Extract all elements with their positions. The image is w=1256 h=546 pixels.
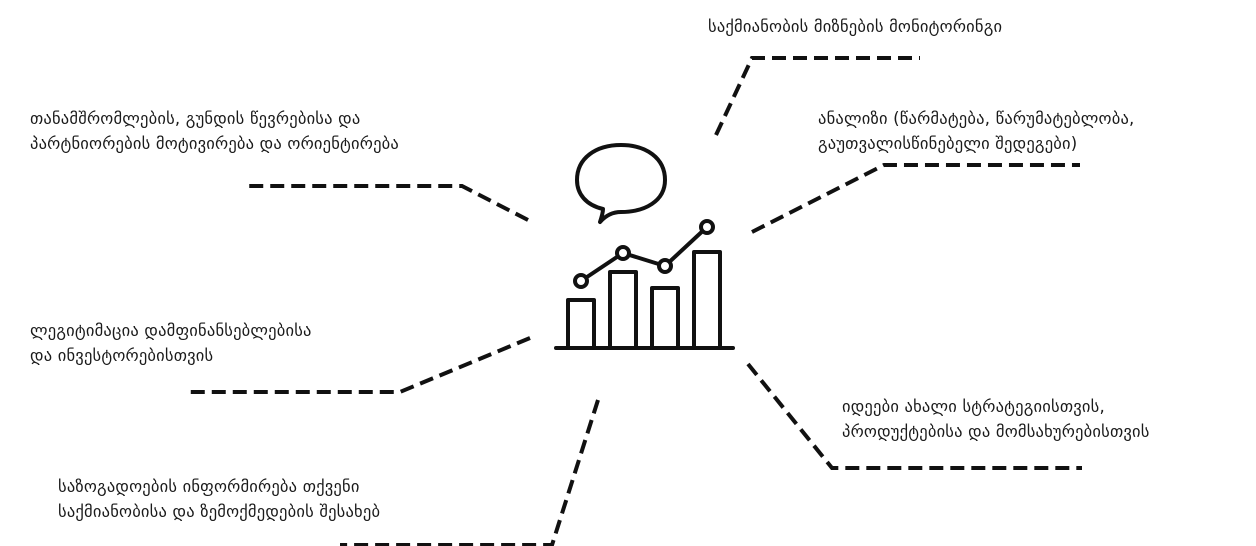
speech-bubble-bar-chart-icon <box>554 143 735 350</box>
speech-bubble-icon <box>575 143 667 224</box>
label-bottom-line-2: საქმიანობისა და ზემოქმედების შესახებ <box>58 502 381 521</box>
label-upper-left-line-1: თანამშრომლების, გუნდის წევრებისა და <box>30 109 361 128</box>
connector-bottom <box>340 399 600 546</box>
connector-lower-right <box>746 362 1082 470</box>
label-lower-right-line-2: პროდუქტებისა და მომსახურებისთვის <box>842 422 1150 441</box>
label-upper-right-line-2: გაუთვალისწინებელი შედეგები) <box>818 134 1078 153</box>
trend-point <box>615 245 631 261</box>
bar-1 <box>566 298 596 350</box>
trend-line <box>579 225 709 283</box>
bar-4 <box>692 250 722 350</box>
label-lower-left-line-2: და ინვესტორებისთვის <box>30 346 214 365</box>
bar-3 <box>650 286 680 350</box>
trend-point <box>699 219 715 235</box>
trend-point <box>657 258 673 274</box>
connector-top <box>714 56 920 136</box>
bar-2 <box>608 270 638 350</box>
label-lower-left-line-1: ლეგიტიმაცია დამფინანსებლებისა <box>30 321 312 340</box>
label-bottom: საზოგადოების ინფორმირება თქვენი საქმიანო… <box>58 474 380 524</box>
label-top-text: საქმიანობის მიზნების მონიტორინგი <box>708 17 1003 36</box>
label-upper-right-line-1: ანალიზი (წარმატება, წარუმატებლობა, <box>818 109 1135 128</box>
label-lower-right: იდეები ახალი სტრატეგიისთვის, პროდუქტების… <box>842 394 1150 444</box>
label-bottom-line-1: საზოგადოების ინფორმირება თქვენი <box>58 477 360 496</box>
label-upper-left-line-2: პარტნიორების მოტივირება და ორიენტირება <box>30 134 400 153</box>
connector-lower-left <box>188 336 531 394</box>
connector-upper-left <box>246 184 529 222</box>
trend-point <box>573 273 589 289</box>
connector-upper-right <box>751 163 1080 234</box>
label-top: საქმიანობის მიზნების მონიტორინგი <box>708 14 1002 39</box>
label-upper-right: ანალიზი (წარმატება, წარუმატებლობა, გაუთვ… <box>818 106 1134 156</box>
label-lower-right-line-1: იდეები ახალი სტრატეგიისთვის, <box>842 397 1105 416</box>
label-upper-left: თანამშრომლების, გუნდის წევრებისა და პარტ… <box>30 106 399 156</box>
label-lower-left: ლეგიტიმაცია დამფინანსებლებისა და ინვესტო… <box>30 318 312 368</box>
